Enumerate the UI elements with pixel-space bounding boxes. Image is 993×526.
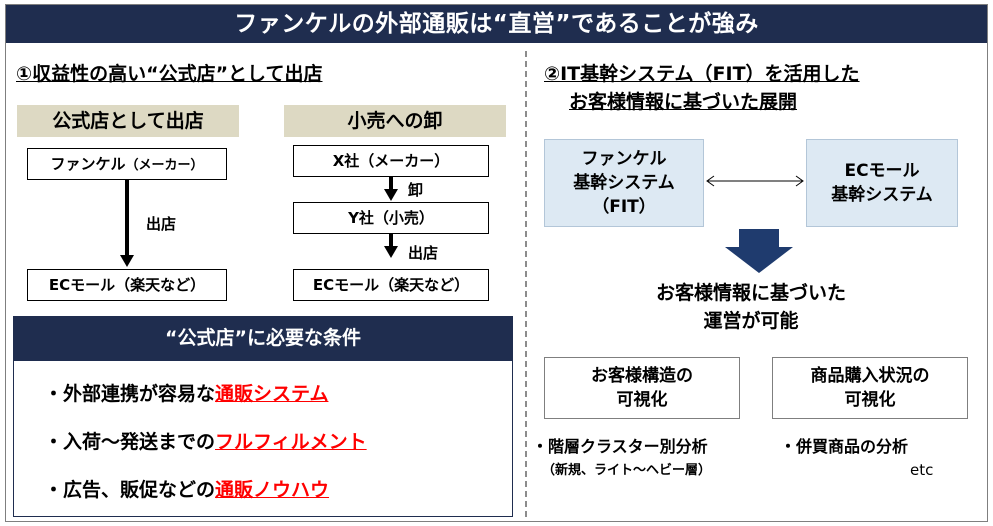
diagram-frame: ファンケルの外部通販は“直営”であることが強み ①収益性の高い“公式店”として出… bbox=[5, 4, 988, 522]
col1-arrow-label: 出店 bbox=[146, 215, 177, 233]
col2-arrow2-label: 出店 bbox=[408, 244, 439, 262]
right-section-title-line2: お客様情報に基づいた展開 bbox=[569, 91, 798, 113]
fancl-system-line2: 基幹システム bbox=[573, 173, 675, 193]
ec-mall-system-line1: ECモール bbox=[844, 161, 920, 181]
out1-line1: お客様構造の bbox=[591, 366, 693, 386]
result-line2: 運営が可能 bbox=[703, 310, 799, 332]
condition-highlight: 通販ノウハウ bbox=[215, 479, 330, 501]
bullet-co-purchase: ・併買商品の分析 bbox=[780, 437, 909, 456]
bullet-etc: etc bbox=[910, 461, 934, 479]
col1-header: 公式店として出店 bbox=[17, 105, 239, 137]
fancl-maker-main: ファンケル bbox=[50, 155, 126, 173]
out2-line1: 商品購入状況の bbox=[810, 366, 930, 386]
fancl-system-box: ファンケル 基幹システム （FIT） bbox=[544, 139, 704, 227]
fancl-system-line1: ファンケル bbox=[581, 149, 667, 169]
condition-prefix: ・広告、販促などの bbox=[44, 479, 216, 501]
ec-mall-system-line2: 基幹システム bbox=[831, 185, 933, 205]
col2-arrow1-label: 卸 bbox=[408, 181, 424, 199]
bullet-cluster-sub: （新規、ライト～ヘビー層） bbox=[542, 463, 712, 478]
condition-item: ・外部連携が容易な通販システム bbox=[44, 379, 328, 406]
col1-ec-mall-box: ECモール（楽天など） bbox=[27, 269, 227, 301]
purchase-status-box: 商品購入状況の 可視化 bbox=[772, 357, 968, 419]
result-text: お客様情報に基づいた 運営が可能 bbox=[611, 279, 891, 335]
right-section-title-line1: ②IT基幹システム（FIT）を活用した bbox=[544, 63, 860, 85]
left-section-title: ①収益性の高い“公式店”として出店 bbox=[16, 63, 323, 85]
conditions-header: “公式店”に必要な条件 bbox=[13, 316, 513, 360]
fancl-maker-box: ファンケル（メーカー） bbox=[27, 148, 227, 180]
out1-line2: 可視化 bbox=[616, 390, 668, 410]
condition-prefix: ・外部連携が容易な bbox=[44, 383, 216, 405]
condition-highlight: フルフィルメント bbox=[215, 431, 367, 453]
col2-arrow2-shaft bbox=[389, 234, 393, 248]
condition-prefix: ・入荷～発送までの bbox=[44, 431, 216, 453]
down-arrow bbox=[725, 229, 793, 273]
col2-arrow1-shaft bbox=[389, 177, 393, 191]
section-divider bbox=[525, 51, 527, 517]
condition-item: ・広告、販促などの通販ノウハウ bbox=[44, 475, 329, 502]
fancl-system-line3: （FIT） bbox=[592, 197, 656, 217]
y-company-box: Y社（小売） bbox=[293, 202, 489, 234]
bullet-cluster-analysis: ・階層クラスター別分析 bbox=[532, 437, 708, 456]
page-title: ファンケルの外部通販は“直営”であることが強み bbox=[6, 5, 987, 43]
bidirectional-arrow bbox=[706, 175, 804, 187]
out2-line2: 可視化 bbox=[844, 390, 896, 410]
condition-highlight: 通販システム bbox=[215, 383, 329, 405]
customer-structure-box: お客様構造の 可視化 bbox=[544, 357, 740, 419]
col2-arrow1-head bbox=[384, 189, 398, 201]
fancl-maker-sub: （メーカー） bbox=[125, 158, 204, 173]
conditions-body: ・外部連携が容易な通販システム ・入荷～発送までのフルフィルメント ・広告、販促… bbox=[13, 360, 513, 517]
x-company-box: X社（メーカー） bbox=[293, 145, 489, 177]
col2-header: 小売への卸 bbox=[284, 105, 506, 137]
col1-arrow-shaft bbox=[125, 180, 129, 256]
col2-arrow2-head bbox=[384, 246, 398, 258]
result-line1: お客様情報に基づいた bbox=[655, 282, 846, 304]
col2-ec-mall-box: ECモール（楽天など） bbox=[293, 269, 489, 301]
col1-arrow-head bbox=[120, 255, 134, 267]
ec-mall-system-box: ECモール 基幹システム bbox=[806, 139, 958, 227]
condition-item: ・入荷～発送までのフルフィルメント bbox=[44, 427, 367, 454]
